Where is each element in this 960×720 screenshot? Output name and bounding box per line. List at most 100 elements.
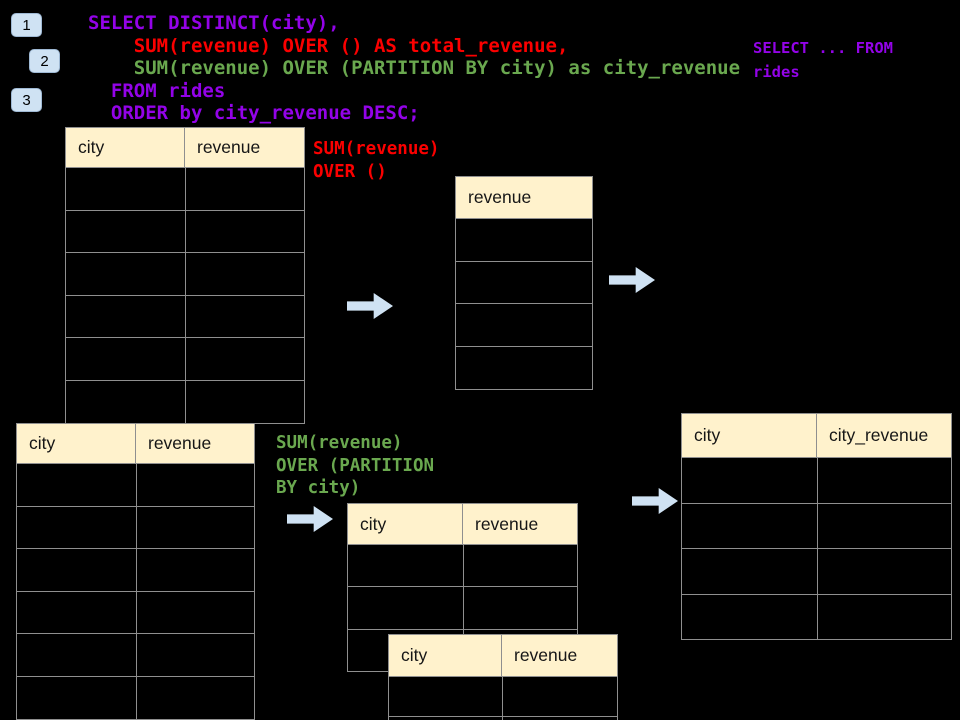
code-line: SELECT ... FROM	[753, 39, 893, 57]
table-row	[682, 548, 951, 594]
table-row	[682, 457, 951, 503]
table-cell-empty	[17, 591, 137, 634]
table-row	[17, 590, 254, 634]
side-note-code: SELECT ... FROM rides	[753, 36, 893, 84]
code-line: SUM(revenue)	[276, 433, 403, 453]
code-line: FROM rides	[88, 79, 226, 102]
column-header: revenue	[197, 137, 261, 157]
table-rides-source-bottom: city revenue	[16, 423, 255, 720]
table-cell-empty	[456, 262, 592, 304]
table-cell-empty	[17, 676, 137, 719]
table-cell-empty	[66, 380, 186, 423]
table-row	[682, 502, 951, 549]
column-header: revenue	[475, 513, 539, 534]
table-cell-empty	[137, 634, 254, 676]
table-row	[456, 303, 592, 346]
code-line: OVER ()	[313, 161, 387, 182]
code-line: rides	[753, 63, 800, 81]
table-cell-empty	[66, 253, 186, 295]
table-row	[17, 675, 254, 719]
step-badge-2: 2	[29, 49, 60, 73]
table-cell-empty	[389, 677, 503, 716]
column-header: city_revenue	[829, 425, 929, 445]
table-header-row: city revenue	[66, 128, 304, 167]
column-header: city	[66, 128, 185, 167]
table-cell-empty	[17, 506, 137, 549]
table-row	[17, 548, 254, 591]
table-cell-empty	[818, 595, 951, 640]
table-cell-empty	[456, 304, 592, 346]
table-total-revenue-result: revenue	[455, 176, 593, 390]
table-row	[456, 346, 592, 389]
table-row	[17, 505, 254, 549]
column-header: city	[17, 424, 136, 463]
table-cell-empty	[464, 587, 577, 628]
table-row	[66, 252, 304, 295]
table-row	[389, 716, 617, 720]
code-line: SUM(revenue) OVER (PARTITION BY city) as…	[88, 57, 741, 79]
table-cell-empty	[17, 549, 137, 591]
table-cell-empty	[464, 545, 577, 586]
step-badge-1: 1	[11, 13, 42, 37]
table-header-row: revenue	[456, 177, 592, 218]
table-cell-empty	[137, 677, 254, 719]
table-row	[456, 218, 592, 261]
column-header: revenue	[514, 645, 578, 665]
table-cell-empty	[348, 587, 464, 629]
table-cell-empty	[186, 338, 304, 380]
table-cell-empty	[186, 381, 304, 423]
table-cell-empty	[137, 592, 254, 634]
code-line: SELECT DISTINCT(city),	[88, 12, 340, 34]
column-header: revenue	[468, 187, 532, 207]
table-cell-empty	[186, 296, 304, 338]
table-rides-source-top: city revenue	[65, 127, 305, 424]
table-header-row: city revenue	[17, 424, 254, 463]
table-row	[17, 463, 254, 506]
flow-arrow-icon	[632, 488, 678, 514]
table-row	[66, 167, 304, 210]
table-row	[66, 294, 304, 338]
table-cell-empty	[682, 458, 818, 503]
table-cell-empty	[186, 253, 304, 295]
column-header: city	[389, 635, 502, 676]
table-cell-empty	[818, 458, 951, 503]
column-header: revenue	[148, 433, 212, 453]
table-row	[348, 544, 577, 587]
flow-arrow-icon	[609, 267, 655, 293]
table-row	[456, 260, 592, 304]
table-cell-empty	[389, 717, 503, 720]
table-cell-empty	[503, 677, 617, 716]
table-row	[348, 586, 577, 629]
table-cell-empty	[137, 464, 254, 506]
table-cell-empty	[137, 507, 254, 549]
table-cell-empty	[348, 545, 464, 587]
table-row	[17, 633, 254, 676]
label-sum-over-empty: SUM(revenue)OVER ()	[313, 138, 439, 183]
sql-query-code: SELECT DISTINCT(city), SUM(revenue) OVER…	[88, 12, 740, 125]
table-cell-empty	[66, 168, 186, 210]
flow-arrow-icon	[287, 506, 333, 532]
table-cell-empty	[66, 210, 186, 253]
table-row	[66, 337, 304, 380]
table-cell-empty	[186, 168, 304, 210]
code-line: OVER (PARTITION	[276, 455, 435, 476]
table-row	[66, 379, 304, 423]
table-header-row: city revenue	[389, 635, 617, 676]
table-cell-empty	[66, 295, 186, 338]
code-line: SUM(revenue)	[313, 139, 440, 159]
table-row	[66, 209, 304, 253]
code-line: ORDER by city_revenue DESC;	[88, 102, 420, 124]
table-cell-empty	[818, 549, 951, 594]
table-cell-empty	[137, 549, 254, 591]
table-cell-empty	[456, 219, 592, 261]
table-cell-empty	[818, 504, 951, 549]
table-row	[389, 676, 617, 716]
table-cell-empty	[682, 549, 818, 594]
step-badge-3: 3	[11, 88, 42, 112]
table-cell-empty	[66, 338, 186, 380]
column-header: city	[682, 414, 817, 457]
